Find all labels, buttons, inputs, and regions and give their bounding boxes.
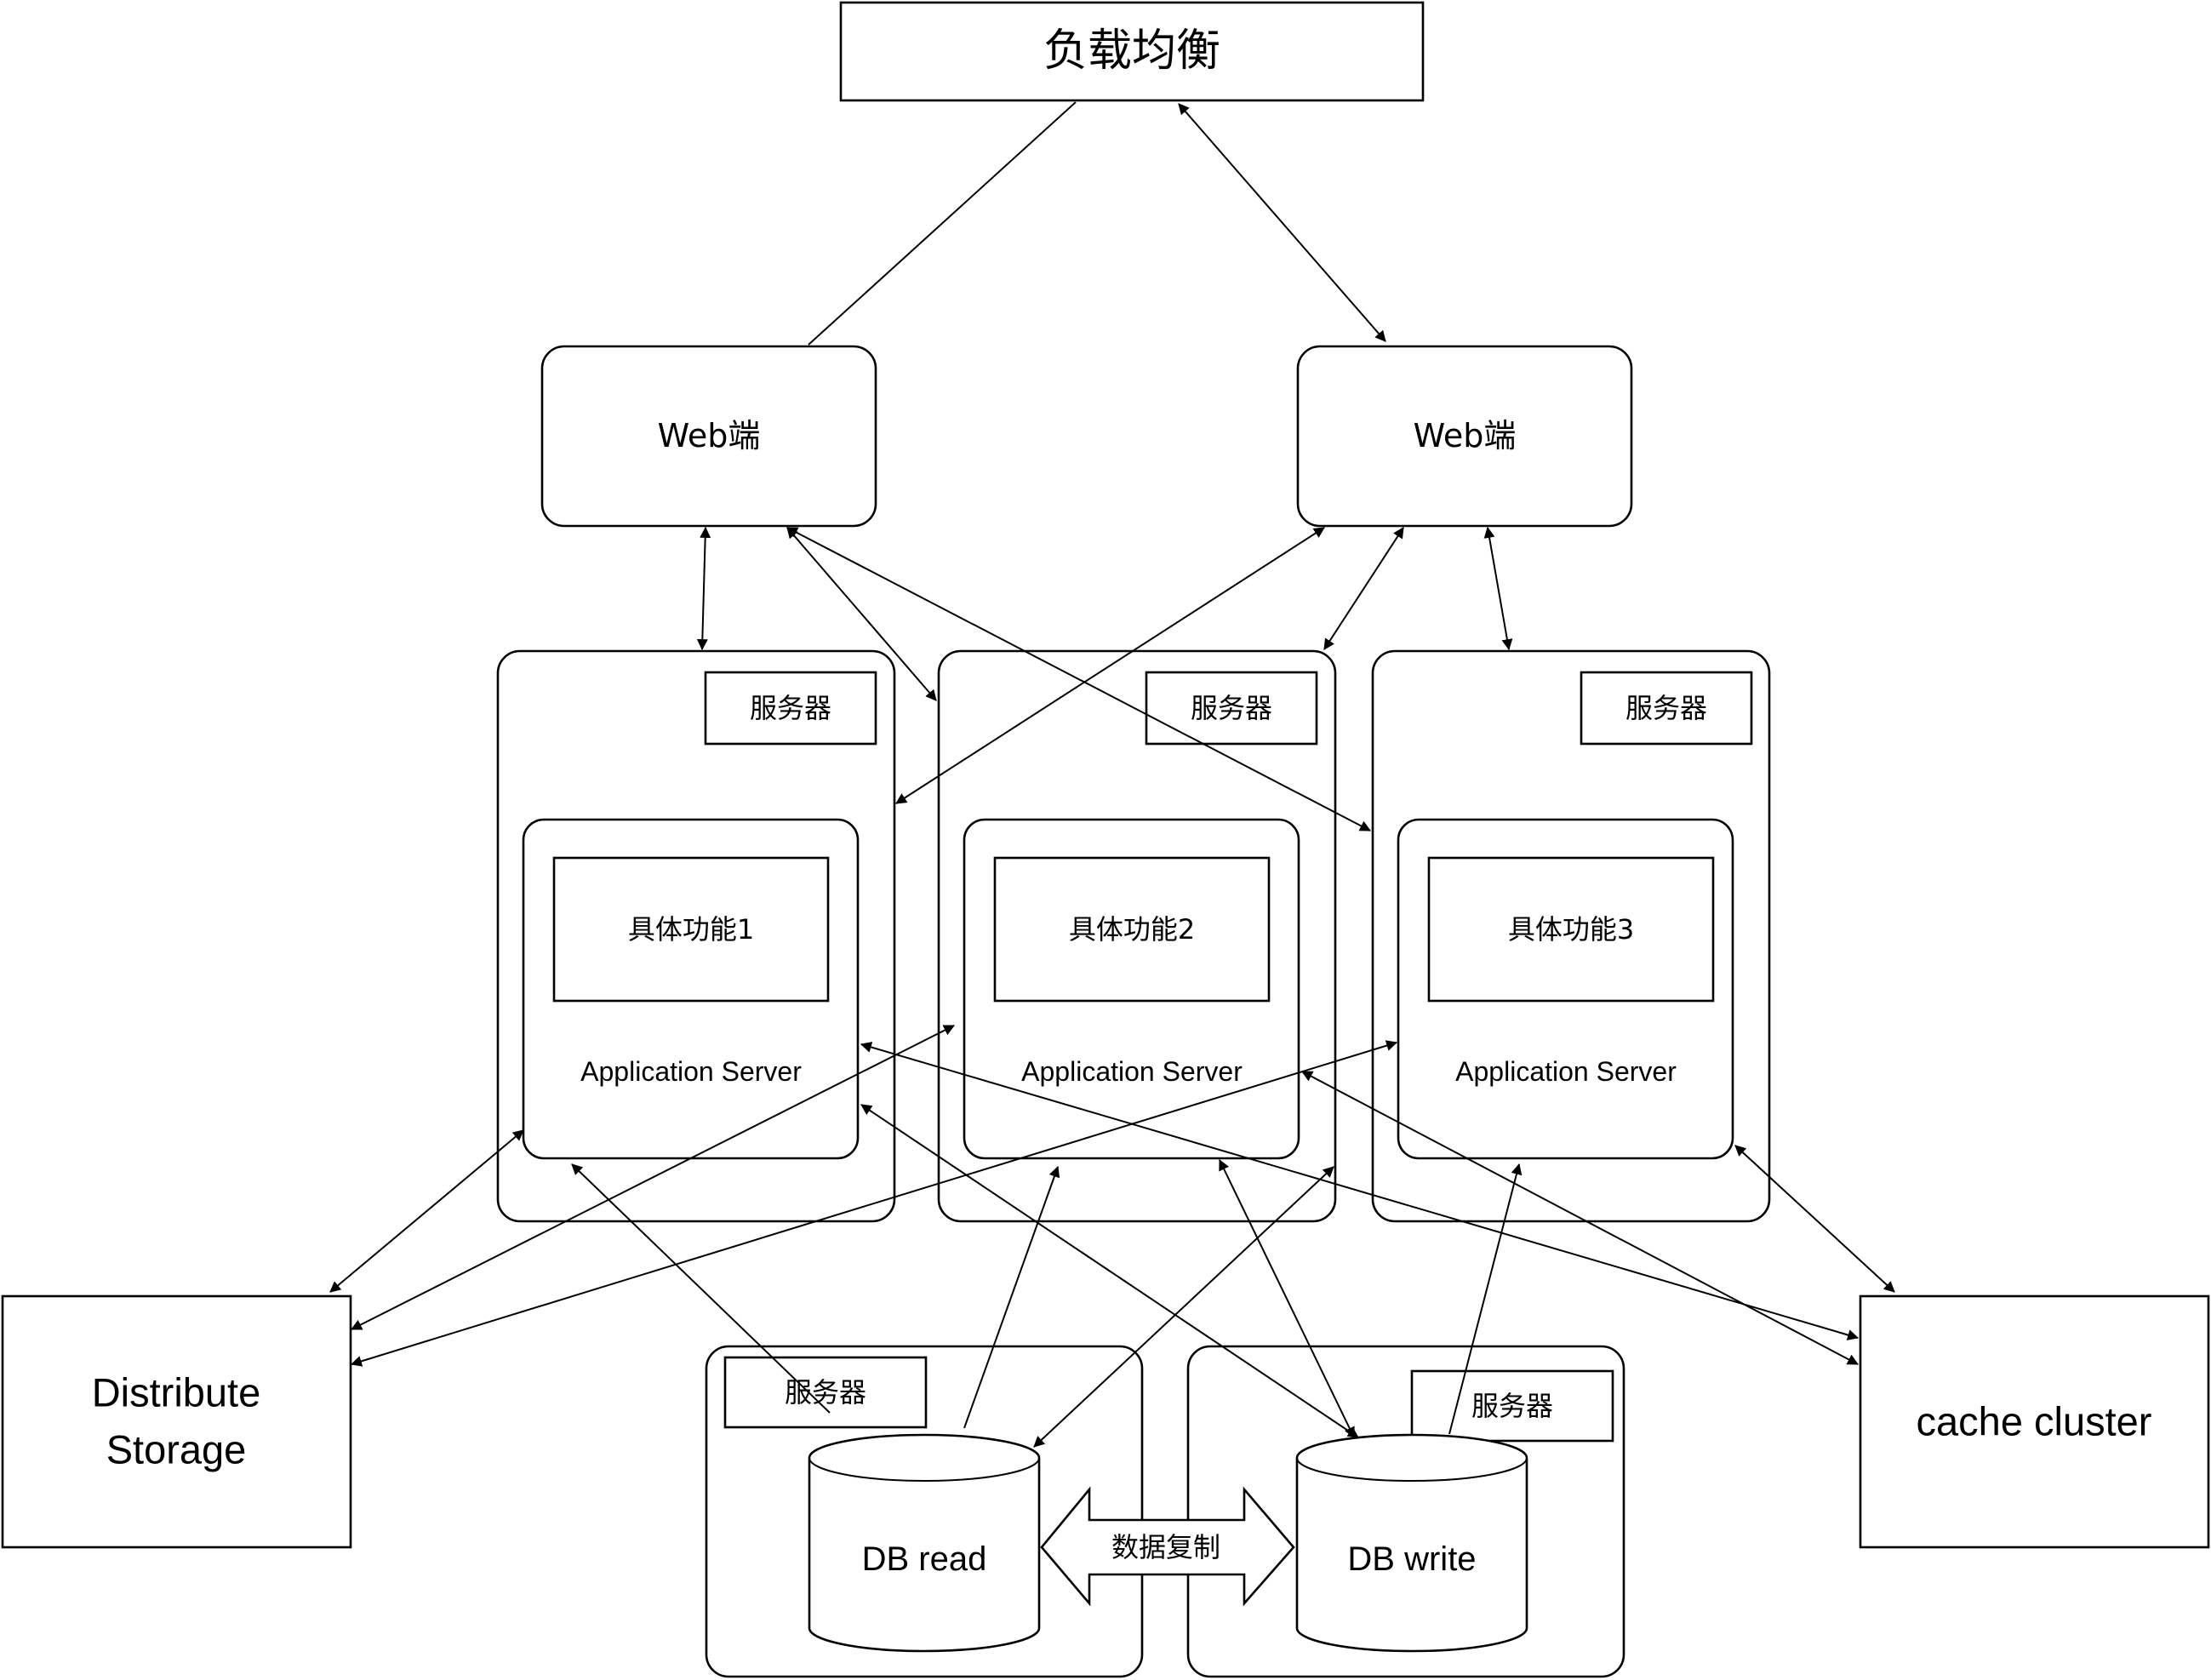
db-read-label: DB read: [862, 1540, 987, 1578]
connector-app3-cache: [1734, 1145, 1895, 1293]
web-node-2: Web端: [1296, 345, 1633, 528]
connector-app1-storage: [329, 1129, 524, 1293]
storage-label-line2: Storage: [106, 1427, 247, 1472]
server-2-app-label: Application Server: [1021, 1056, 1243, 1087]
server-3-function: 具体功能3: [1508, 913, 1634, 946]
server-2: 服务器 具体功能2 Application Server: [937, 649, 1337, 1223]
server-2-function: 具体功能2: [1069, 913, 1195, 946]
web-node-2-label: Web端: [1414, 417, 1517, 454]
server-3-app-label: Application Server: [1455, 1056, 1677, 1087]
db-read-cylinder: [808, 1433, 1041, 1653]
server-1: 服务器 具体功能1 Application Server: [496, 649, 896, 1223]
server-3: 服务器 具体功能3 Application Server: [1371, 649, 1771, 1223]
server-1-app-label: Application Server: [580, 1056, 802, 1087]
server-1-function: 具体功能1: [628, 913, 754, 946]
db-write-label: DB write: [1347, 1540, 1476, 1578]
connector-lb-web1: [808, 101, 1077, 346]
db-write-cylinder: [1295, 1433, 1528, 1653]
connector-web2-server2: [1323, 527, 1404, 650]
load-balancer-label: 负载均衡: [1043, 26, 1220, 77]
web-node-1-label: Web端: [658, 417, 761, 454]
web-node-1: Web端: [540, 345, 877, 528]
server-2-tag: 服务器: [1191, 692, 1272, 724]
connector-app1-dbread: [571, 1163, 831, 1414]
distribute-storage-node: Distribute Storage: [1, 1294, 352, 1549]
connector-lb-web2: [1178, 103, 1386, 342]
load-balancer-node: 负载均衡: [839, 1, 1425, 102]
server-3-tag: 服务器: [1625, 692, 1707, 724]
replication-double-arrow: 数据复制: [1040, 1486, 1295, 1607]
cache-cluster-node: cache cluster: [1859, 1294, 2210, 1549]
cache-cluster-label: cache cluster: [1917, 1399, 2152, 1444]
storage-label-line1: Distribute: [92, 1370, 261, 1415]
connector-web2-server1: [895, 527, 1325, 804]
connector-web2-server3: [1483, 526, 1513, 651]
replication-label: 数据复制: [1111, 1531, 1220, 1563]
db-write-tag: 服务器: [1471, 1390, 1553, 1422]
connector-app2-cache: [1301, 1071, 1859, 1365]
server-1-tag: 服务器: [750, 692, 831, 724]
connector-web1-server1: [696, 526, 711, 651]
connectors: [329, 101, 1895, 1448]
